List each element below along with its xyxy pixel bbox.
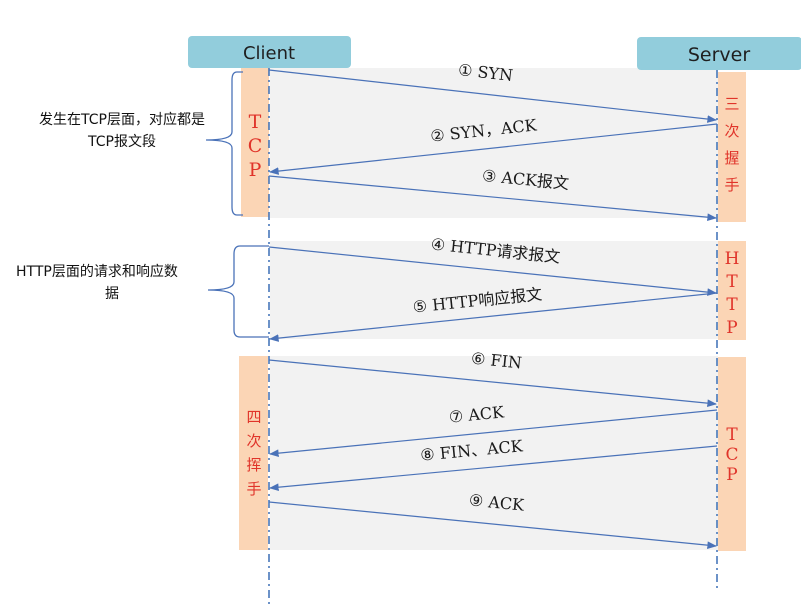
handshake-note-line2: TCP报文段 — [87, 134, 156, 150]
handshake-brace — [205, 71, 243, 216]
message-arrow — [268, 175, 717, 222]
server-label: Server — [688, 44, 750, 66]
tag-glyph: 次 — [724, 122, 739, 140]
tag-glyph: 手 — [724, 176, 739, 194]
tag-glyph: T — [726, 295, 738, 315]
server-handshake-tag — [718, 72, 746, 222]
client-tcp-tag-text: TCP — [248, 111, 263, 181]
tag-glyph: H — [725, 249, 740, 269]
tag-glyph: 挥 — [246, 456, 261, 474]
tag-glyph: P — [726, 318, 737, 338]
tag-glyph: 握 — [724, 149, 739, 167]
message-arrow — [268, 501, 717, 549]
client-close-tag — [239, 356, 268, 550]
tag-glyph: 四 — [246, 408, 261, 426]
message-label: ⑥ FIN — [470, 349, 522, 373]
client-label: Client — [243, 43, 295, 64]
handshake-band — [270, 68, 718, 218]
message-arrow — [268, 359, 717, 407]
message-arrow — [268, 246, 717, 296]
message-arrow — [268, 69, 717, 123]
server-header: Server — [637, 37, 801, 70]
tag-glyph: 三 — [724, 95, 739, 113]
server-tcp-tag-text: TCP — [725, 425, 738, 485]
http-note-line2: 据 — [105, 286, 119, 302]
tag-glyph: C — [725, 445, 738, 465]
message-arrow — [269, 292, 718, 342]
tag-glyph: T — [726, 425, 738, 445]
tag-glyph: P — [249, 159, 262, 181]
message-arrow — [269, 445, 718, 492]
tag-glyph: P — [726, 465, 737, 485]
server-http-tag — [718, 241, 746, 340]
tag-glyph: 手 — [246, 480, 261, 498]
client-tcp-tag — [241, 68, 269, 217]
message-arrow — [269, 409, 718, 457]
tag-glyph: C — [248, 135, 263, 157]
http-band — [270, 241, 718, 339]
tag-glyph: T — [249, 111, 262, 133]
http-note-line1: HTTP层面的请求和响应数 — [16, 263, 178, 280]
tag-glyph: 次 — [246, 432, 261, 450]
server-http-tag-text: HTTP — [725, 249, 740, 338]
handshake-note-line1: 发生在TCP层面，对应都是 — [39, 111, 205, 128]
http-brace — [207, 245, 269, 338]
client-header: Client — [188, 36, 351, 68]
message-arrow — [269, 123, 718, 175]
tag-glyph: T — [726, 272, 738, 292]
server-tcp-tag — [718, 357, 746, 551]
